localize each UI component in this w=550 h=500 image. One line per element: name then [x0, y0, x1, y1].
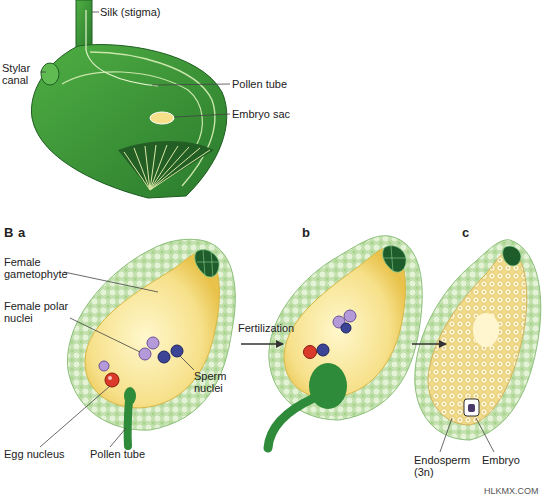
- embryo: [464, 399, 479, 416]
- pollen-tube-path: [86, 10, 158, 86]
- embryo-sac: [150, 112, 174, 124]
- sperm-nucleus: [158, 351, 170, 363]
- part-label: Female gametophyte: [4, 256, 72, 280]
- antipodal-cells: [503, 246, 521, 266]
- egg-nucleus: [304, 346, 317, 359]
- endosperm: [428, 250, 527, 425]
- leader-line: [440, 418, 452, 452]
- leader-line: [476, 418, 494, 452]
- leader-line: [152, 84, 230, 85]
- ovule-tissue: [415, 240, 541, 440]
- antipodal-cell-walls: [197, 250, 219, 278]
- funiculus-striations: [124, 145, 210, 190]
- polar-nucleus: [139, 348, 151, 360]
- polar-nucleus: [147, 337, 159, 349]
- nucellus-line: [62, 72, 202, 146]
- process-arrow: [241, 343, 283, 345]
- sperm-nucleus: [317, 344, 329, 356]
- leader-line: [180, 356, 194, 370]
- panel-b: [268, 236, 422, 448]
- antipodal-cell-walls: [384, 246, 406, 272]
- part-label: Silk (stigma): [100, 6, 161, 18]
- kernel-body: [31, 45, 226, 198]
- nucleus-highlight: [108, 376, 112, 380]
- leader-line: [64, 272, 158, 292]
- leader-line: [92, 12, 99, 13]
- antipodal-cells: [383, 246, 407, 273]
- sperm-nucleus: [171, 345, 183, 357]
- stylar-canal: [41, 63, 59, 85]
- pollen-tube-tip: [124, 387, 136, 405]
- polar-nucleus: [344, 310, 356, 322]
- sperm-nucleus: [341, 323, 351, 333]
- egg-nucleus: [105, 373, 119, 387]
- leader-line: [174, 114, 230, 117]
- part-label: Embryo: [482, 454, 520, 466]
- part-label: Pollen tube: [90, 448, 145, 460]
- part-label: Pollen tube: [232, 78, 287, 90]
- part-label: Embryo sac: [232, 108, 290, 120]
- part-label: Egg nucleus: [4, 448, 65, 460]
- part-label: Stylar canal: [2, 62, 42, 86]
- leader-line: [110, 428, 126, 447]
- process-arrow: [412, 343, 446, 345]
- pollen-tube: [268, 398, 314, 448]
- process-label: Fertilization: [238, 322, 294, 334]
- leader-line: [40, 386, 110, 447]
- central-vacuole: [473, 313, 499, 347]
- synergid-nucleus: [99, 361, 109, 371]
- pollen-tube-tip: [309, 363, 347, 409]
- pollen-tube: [128, 400, 129, 446]
- panel-letter: b: [302, 226, 310, 240]
- part-label: Endosperm (3n): [414, 454, 476, 478]
- leader-line: [70, 318, 140, 352]
- leader-line: [40, 72, 46, 73]
- funiculus-fan: [118, 141, 214, 190]
- silk-stalk: [76, 0, 92, 50]
- antipodal-cells: [195, 250, 219, 277]
- panel-letter: B: [4, 226, 13, 240]
- part-label: Sperm nuclei: [194, 370, 244, 394]
- panel-letter: a: [18, 226, 25, 240]
- watermark: HLKMX.COM: [484, 486, 539, 496]
- part-label: Female polar nuclei: [4, 300, 70, 324]
- panel-letter: c: [462, 226, 469, 240]
- embryo-core: [468, 404, 475, 412]
